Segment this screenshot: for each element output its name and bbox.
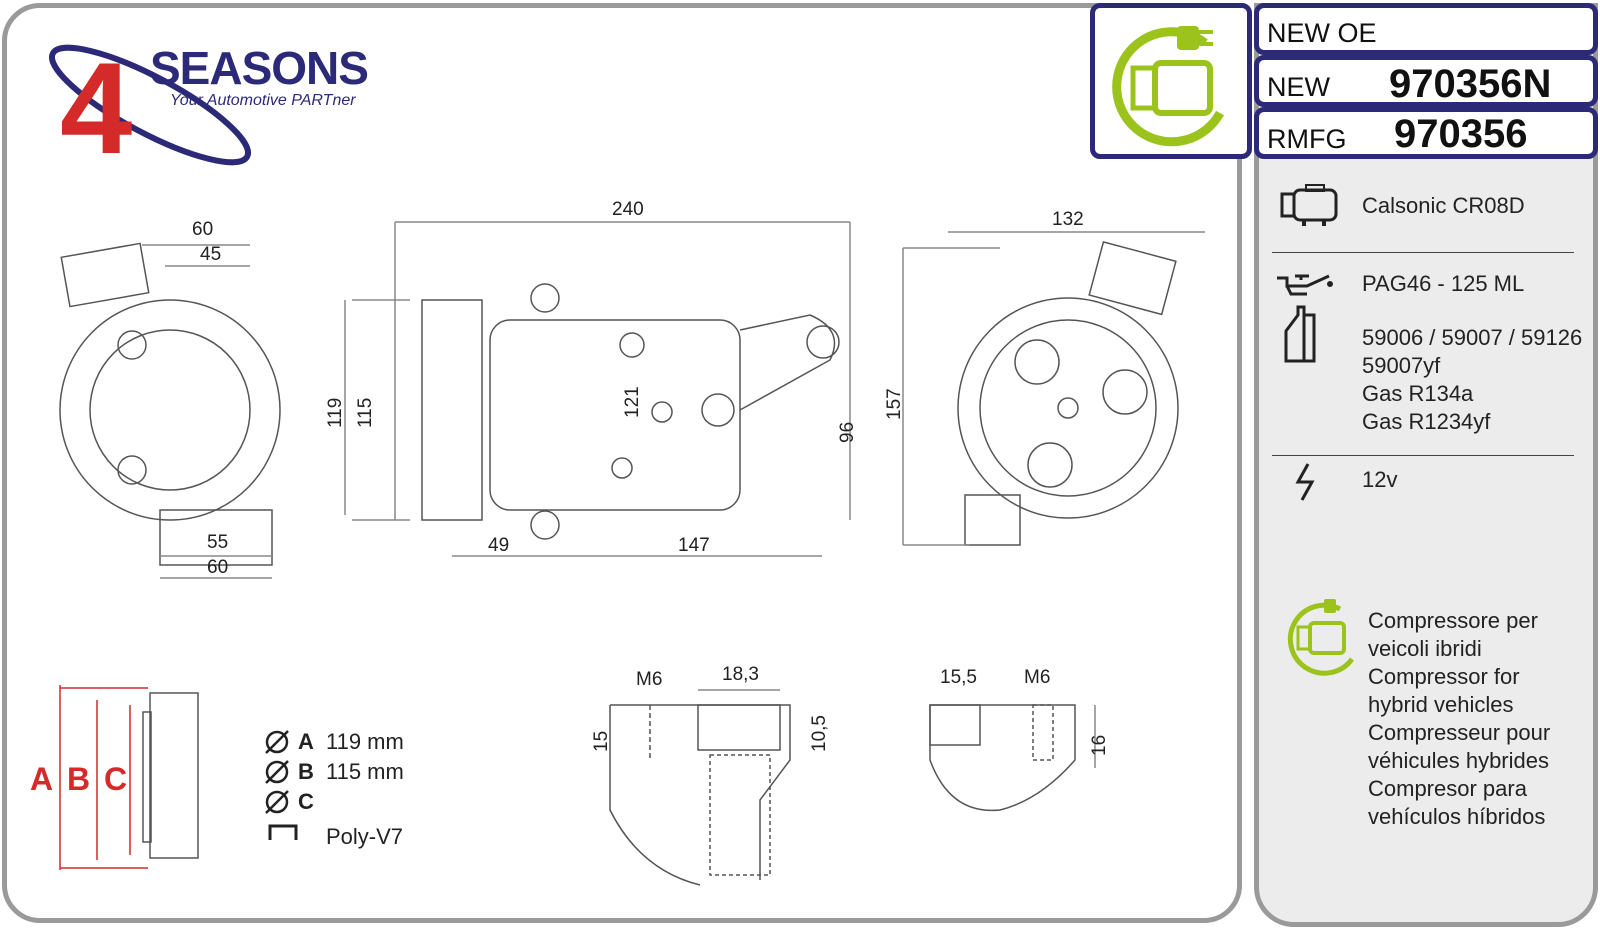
hybrid-compressor-icon: [1112, 26, 1224, 147]
port1-left: 15: [591, 730, 612, 752]
gas-2: Gas R1234yf: [1362, 409, 1491, 434]
pulley-letter-c: C: [104, 761, 128, 797]
lightning-icon: [1295, 463, 1315, 501]
logo-graphic: 4: [48, 35, 252, 181]
dim-front-bottom-1: 49: [488, 535, 510, 556]
new-label: NEW: [1267, 72, 1330, 102]
oil-can-icon: [1277, 274, 1333, 296]
rmfg-code-box: RMFG 970356: [1254, 107, 1598, 159]
port1-right: 10,5: [809, 715, 830, 752]
rear-view: [902, 231, 1205, 546]
gas-1: Gas R134a: [1362, 381, 1474, 406]
front-view: [352, 221, 851, 557]
diameter-c-letter: C: [298, 789, 314, 814]
compressor-icon: [1280, 184, 1338, 226]
diameter-a-value: 119 mm: [326, 729, 404, 754]
port1-thread: M6: [636, 669, 663, 690]
port-detail-1: [609, 689, 791, 886]
dim-front-bottom-2: 147: [678, 535, 710, 556]
new-code-box: NEW 970356N: [1254, 55, 1598, 107]
dim-side-top-1: 60: [192, 219, 214, 240]
dim-front-right: 96: [837, 421, 858, 443]
rmfg-code: 970356: [1394, 112, 1528, 156]
diameter-icon: [265, 730, 289, 754]
new-oe-badge: NEW OE: [1267, 18, 1377, 48]
dim-front-top: 240: [612, 199, 644, 220]
dim-front-left: 115: [355, 397, 376, 428]
pulley-drawing: [59, 685, 298, 870]
hybrid-text-fr: Compresseur pour: [1368, 720, 1551, 745]
dim-side-bottom-1: 55: [207, 532, 229, 553]
diameter-a-letter: A: [298, 729, 314, 754]
dim-side-bottom-2: 60: [207, 557, 229, 578]
oil-ref-1: 59006 / 59007 / 59126: [1362, 325, 1583, 350]
port2-right: 16: [1089, 734, 1110, 756]
logo-number: 4: [60, 35, 132, 181]
port1-width: 18,3: [722, 664, 759, 685]
belt-type: Poly-V7: [326, 824, 404, 849]
new-oe-box: NEW OE: [1254, 3, 1598, 55]
oil-spec: PAG46 - 125 ML: [1362, 271, 1525, 296]
pulley-letter-b: B: [67, 761, 91, 797]
hybrid-text-en: Compressor for: [1368, 664, 1520, 689]
diameter-icon: [265, 760, 289, 784]
hybrid-text-it-2: veicoli ibridi: [1368, 636, 1482, 661]
hybrid-text-en-2: hybrid vehicles: [1368, 692, 1514, 717]
new-code: 970356N: [1389, 62, 1552, 106]
divider: [1272, 455, 1574, 456]
voltage: 12v: [1362, 467, 1398, 492]
hybrid-text-es-2: vehículos híbridos: [1368, 804, 1546, 829]
oil-ref-2: 59007yf: [1362, 353, 1441, 378]
brand-name: SEASONS: [150, 42, 369, 94]
brand-tagline: Your Automotive PARTner: [170, 92, 356, 109]
dim-rear-left: 157: [884, 388, 905, 420]
hybrid-text-es: Compresor para: [1368, 776, 1527, 801]
port2-thread: M6: [1024, 667, 1051, 688]
hybrid-text-it: Compressore per: [1368, 608, 1538, 633]
diameter-icon: [265, 790, 289, 814]
port-detail-2: [929, 704, 1096, 812]
hybrid-text-fr-2: véhicules hybrides: [1368, 748, 1549, 773]
pulley-letter-a: A: [30, 761, 54, 797]
compressor-model: Calsonic CR08D: [1362, 193, 1525, 218]
dim-front-mid: 121: [622, 386, 643, 418]
diameter-b-value: 115 mm: [326, 759, 404, 784]
side-view: [59, 242, 346, 579]
divider: [1272, 252, 1574, 253]
rmfg-label: RMFG: [1267, 124, 1347, 154]
hybrid-icon-box: [1090, 3, 1252, 159]
dim-rear-top: 132: [1052, 209, 1084, 230]
compressor-drawings: [59, 221, 1205, 886]
oil-bottle-icon: [1284, 305, 1316, 363]
dim-side-top-2: 45: [200, 244, 222, 265]
diameter-b-letter: B: [298, 759, 314, 784]
port2-width: 15,5: [940, 667, 977, 688]
dim-side-left: 119: [325, 397, 346, 428]
hybrid-small-icon: [1287, 599, 1355, 676]
